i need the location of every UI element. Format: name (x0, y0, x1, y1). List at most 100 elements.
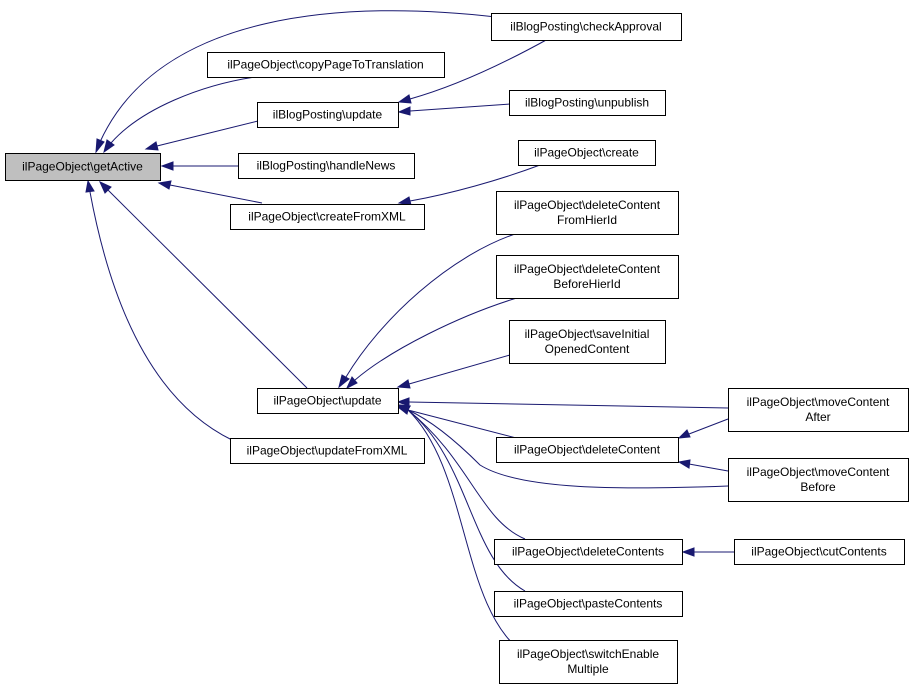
edge-createFromXML-getActive (169, 184, 263, 204)
node-box (230, 204, 425, 230)
node-checkApproval[interactable]: ilBlogPosting\checkApproval (491, 13, 682, 41)
node-label: ilPageObject\moveContent (747, 465, 890, 479)
node-label: ilPageObject\deleteContent (514, 262, 661, 276)
node-pageUpdate[interactable]: ilPageObject\update (257, 388, 399, 414)
node-label: ilPageObject\deleteContent (514, 198, 661, 212)
node-label: ilBlogPosting\handleNews (257, 159, 396, 173)
arrowhead-deleteContentBeforeHierId-pageUpdate (345, 376, 358, 390)
edge-moveContentAfter-pageUpdate (408, 401, 729, 409)
node-label: ilPageObject\create (534, 146, 639, 160)
node-createFromXML[interactable]: ilPageObject\createFromXML (230, 204, 425, 230)
edge-moveContentBefore-pageUpdate (407, 409, 729, 489)
node-deleteContents[interactable]: ilPageObject\deleteContents (494, 539, 683, 565)
node-label: Multiple (567, 662, 609, 676)
node-box (491, 13, 682, 41)
node-box (499, 640, 678, 684)
node-box (257, 102, 399, 128)
edge-deleteContentBeforeHierId-pageUpdate (354, 296, 521, 381)
node-box (494, 539, 683, 565)
node-label: ilPageObject\moveContent (747, 395, 890, 409)
node-label: BeforeHierId (553, 277, 620, 291)
edge-deleteContentFromHierId-pageUpdate (345, 232, 519, 378)
arrowhead-pageUpdate-getActive (98, 180, 112, 194)
node-box (494, 591, 683, 617)
edge-unpublish-blogUpdate (409, 103, 511, 112)
arrowhead-updateFromXML-getActive (85, 179, 95, 193)
arrowhead-copyPageToTranslation-getActive (103, 139, 115, 154)
node-label: ilPageObject\deleteContent (514, 443, 661, 457)
node-label: OpenedContent (545, 342, 630, 356)
arrowhead-handleNews-getActive (160, 161, 174, 171)
edge-switchEnableMultiple-pageUpdate (407, 409, 526, 655)
edge-checkApproval-blogUpdate (409, 38, 549, 100)
node-label: ilPageObject\createFromXML (248, 210, 406, 224)
arrowhead-deleteContentFromHierId-pageUpdate (338, 374, 350, 389)
edge-create-createFromXML (409, 164, 541, 202)
arrowhead-moveContentAfter-deleteContent (677, 429, 691, 439)
node-pasteContents[interactable]: ilPageObject\pasteContents (494, 591, 683, 617)
node-label: ilBlogPosting\unpublish (525, 96, 649, 110)
node-create[interactable]: ilPageObject\create (518, 140, 656, 166)
edge-moveContentAfter-deleteContent (688, 418, 729, 435)
node-label: ilPageObject\copyPageToTranslation (227, 58, 423, 72)
arrowhead-create-createFromXML (397, 196, 412, 206)
node-box (728, 458, 909, 502)
node-label: ilPageObject\saveInitial (525, 327, 650, 341)
node-box (509, 320, 666, 364)
edge-checkApproval-getActive (99, 10, 497, 143)
node-box (238, 153, 415, 179)
edge-moveContentBefore-deleteContent (688, 463, 729, 472)
node-box (496, 437, 679, 463)
edge-pageUpdate-getActive (107, 189, 308, 389)
nodes-layer: ilPageObject\getActive ilBlogPosting\chec… (5, 13, 909, 684)
node-label: ilBlogPosting\checkApproval (510, 20, 661, 34)
node-box (518, 140, 656, 166)
node-label: ilBlogPosting\update (273, 108, 383, 122)
arrowhead-createFromXML-getActive (157, 180, 172, 190)
edge-saveInitialOpenedContent-pageUpdate (408, 354, 511, 385)
node-box (207, 52, 445, 78)
node-handleNews[interactable]: ilBlogPosting\handleNews (238, 153, 415, 179)
node-box (728, 388, 909, 432)
node-blogUpdate[interactable]: ilBlogPosting\update (257, 102, 399, 128)
node-unpublish[interactable]: ilBlogPosting\unpublish (509, 90, 666, 116)
node-deleteContent[interactable]: ilPageObject\deleteContent (496, 437, 679, 463)
node-cutContents[interactable]: ilPageObject\cutContents (734, 539, 905, 565)
edge-deleteContent-pageUpdate (407, 409, 521, 440)
arrowhead-moveContentAfter-pageUpdate (396, 397, 410, 407)
arrowhead-checkApproval-blogUpdate (397, 94, 412, 104)
arrowhead-unpublish-blogUpdate (397, 106, 411, 116)
node-label: ilPageObject\deleteContents (512, 545, 664, 559)
arrowhead-switchEnableMultiple-pageUpdate (396, 404, 411, 414)
node-box (230, 438, 425, 464)
node-box (496, 255, 679, 299)
node-label: ilPageObject\pasteContents (514, 597, 663, 611)
arrowhead-checkApproval-getActive (95, 138, 105, 154)
node-label: FromHierId (557, 213, 617, 227)
edge-blogUpdate-getActive (156, 120, 259, 147)
node-label: ilPageObject\update (273, 394, 381, 408)
node-label: After (805, 410, 830, 424)
node-box (5, 153, 161, 181)
edge-updateFromXML-getActive (89, 191, 233, 441)
edges-layer (85, 10, 734, 655)
edge-deleteContents-pageUpdate (407, 409, 526, 540)
node-box (257, 388, 399, 414)
node-box (734, 539, 905, 565)
node-label: ilPageObject\switchEnable (517, 647, 659, 661)
node-box (509, 90, 666, 116)
node-getActive[interactable]: ilPageObject\getActive (5, 153, 161, 181)
node-copyPageToTranslation[interactable]: ilPageObject\copyPageToTranslation (207, 52, 445, 78)
node-label: ilPageObject\getActive (22, 160, 143, 174)
node-updateFromXML[interactable]: ilPageObject\updateFromXML (230, 438, 425, 464)
arrowhead-cutContents-deleteContents (681, 547, 695, 557)
node-label: ilPageObject\cutContents (751, 545, 886, 559)
node-label: Before (800, 480, 836, 494)
